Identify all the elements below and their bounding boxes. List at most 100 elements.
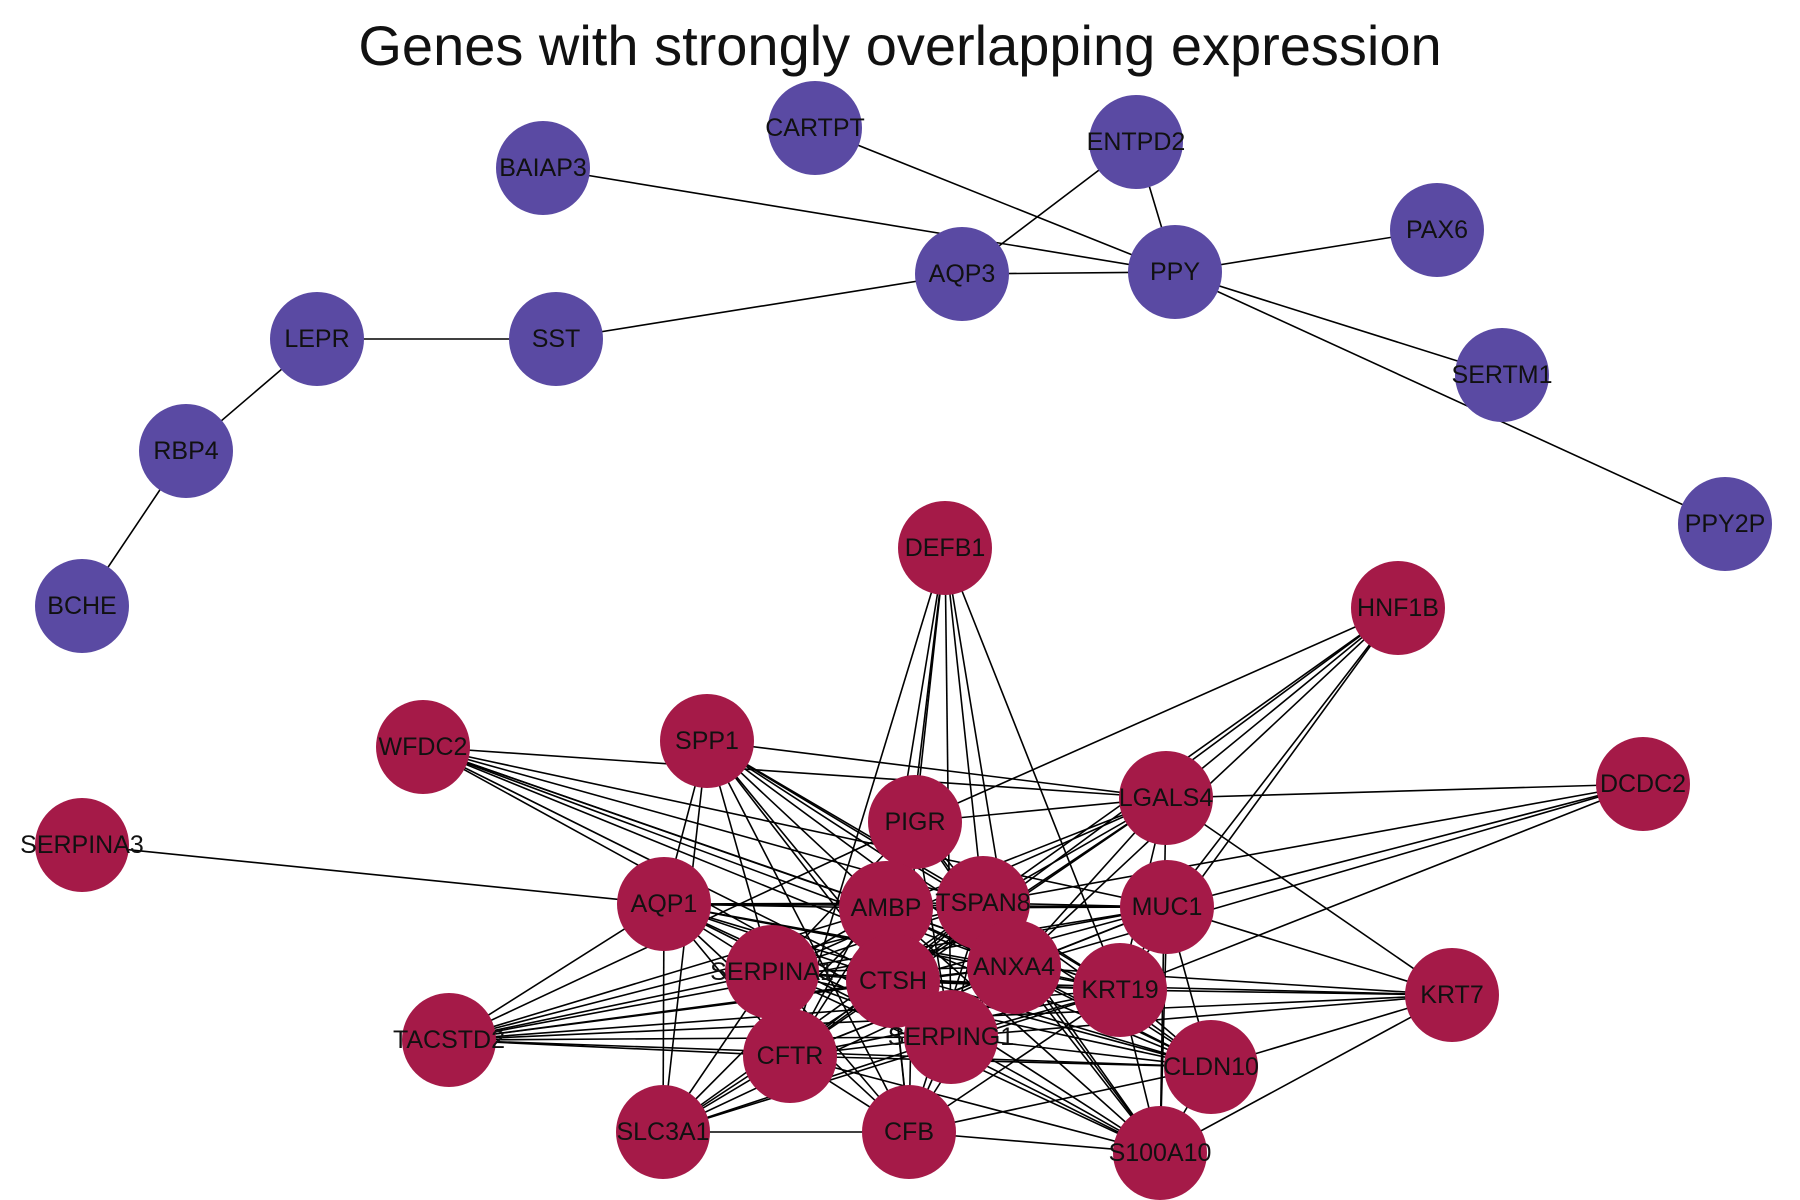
node-label: SLC3A1	[616, 1118, 709, 1146]
node-serpina1[interactable]: SERPINA1	[710, 925, 834, 1019]
node-krt7[interactable]: KRT7	[1405, 948, 1499, 1042]
node-label: AQP3	[929, 260, 996, 288]
edge-dcdc2-anxa4	[1013, 783, 1644, 968]
node-circle	[1164, 1020, 1258, 1114]
node-wfdc2[interactable]: WFDC2	[376, 700, 470, 794]
edge-lgals4-krt7	[1165, 797, 1453, 996]
node-pigr[interactable]: PIGR	[868, 775, 962, 869]
node-circle	[1455, 328, 1549, 422]
edge-krt7-s100a10	[1159, 994, 1453, 1154]
edge-ppy-ppy2p	[1174, 271, 1726, 525]
node-label: PPY2P	[1685, 510, 1766, 538]
node-hnf1b[interactable]: HNF1B	[1351, 561, 1445, 655]
node-cartpt[interactable]: CARTPT	[765, 81, 865, 175]
node-circle	[904, 990, 998, 1084]
node-label: LGALS4	[1119, 784, 1214, 812]
node-sst[interactable]: SST	[509, 292, 603, 386]
edge-ppy-sertm1	[1174, 271, 1503, 376]
node-defb1[interactable]: DEFB1	[898, 501, 992, 595]
edge-cftr-s100a10	[789, 1055, 1161, 1154]
node-cfb[interactable]: CFB	[862, 1085, 956, 1179]
node-circle	[898, 501, 992, 595]
node-label: SST	[532, 325, 581, 353]
node-pax6[interactable]: PAX6	[1390, 183, 1484, 277]
node-label: PPY	[1150, 258, 1200, 286]
node-circle	[402, 993, 496, 1087]
node-label: WFDC2	[379, 733, 468, 761]
node-lgals4[interactable]: LGALS4	[1119, 751, 1214, 845]
edge-baiap3-ppy	[542, 167, 1176, 273]
node-lepr[interactable]: LEPR	[270, 292, 364, 386]
edge-dcdc2-lgals4	[1165, 783, 1644, 799]
edge-dcdc2-tspan8	[982, 783, 1644, 904]
node-label: BCHE	[47, 592, 116, 620]
edge-krt19-krt7	[1119, 989, 1453, 996]
node-serpina3[interactable]: SERPINA3	[20, 798, 144, 892]
node-label: MUC1	[1132, 893, 1203, 921]
node-label: RBP4	[153, 437, 218, 465]
node-bche[interactable]: BCHE	[35, 559, 129, 653]
node-circle	[1089, 95, 1183, 189]
node-rbp4[interactable]: RBP4	[139, 404, 233, 498]
edge-cldn10-cfb	[908, 1066, 1212, 1133]
edge-hnf1b-tspan8	[982, 607, 1399, 904]
node-slc3a1[interactable]: SLC3A1	[616, 1085, 710, 1179]
node-label: SERPINA1	[710, 958, 834, 986]
node-circle	[1351, 561, 1445, 655]
node-circle	[1596, 737, 1690, 831]
node-dcdc2[interactable]: DCDC2	[1596, 737, 1690, 831]
node-circle	[1120, 860, 1214, 954]
edge-serpina1-tacstd2	[448, 971, 773, 1041]
edge-tacstd2-serping1	[448, 1036, 952, 1041]
node-label: SPP1	[675, 727, 739, 755]
node-circle	[616, 1085, 710, 1179]
edge-cftr-cldn10	[789, 1055, 1212, 1068]
node-ctsh[interactable]: CTSH	[846, 934, 940, 1028]
node-label: KRT7	[1420, 981, 1483, 1009]
node-circle	[839, 861, 933, 955]
node-ambp[interactable]: AMBP	[839, 861, 933, 955]
node-circle	[862, 1085, 956, 1179]
node-sertm1[interactable]: SERTM1	[1452, 328, 1553, 422]
node-label: CARTPT	[765, 114, 865, 142]
edge-dcdc2-krt19	[1119, 783, 1644, 991]
node-label: CFTR	[757, 1042, 824, 1070]
node-circle	[35, 559, 129, 653]
chart-title: Genes with strongly overlapping expressi…	[358, 14, 1442, 77]
edge-ambp-tacstd2	[448, 907, 887, 1041]
node-circle	[846, 934, 940, 1028]
node-anxa4[interactable]: ANXA4	[967, 920, 1061, 1014]
node-circle	[868, 775, 962, 869]
node-s100a10[interactable]: S100A10	[1109, 1106, 1212, 1200]
node-circle	[743, 1009, 837, 1103]
node-label: SERPINA3	[20, 831, 144, 859]
node-spp1[interactable]: SPP1	[660, 694, 754, 788]
node-circle	[35, 798, 129, 892]
edge-tspan8-slc3a1	[662, 902, 984, 1133]
node-label: LEPR	[284, 325, 349, 353]
node-cldn10[interactable]: CLDN10	[1163, 1020, 1259, 1114]
node-circle	[1128, 225, 1222, 319]
node-circle	[1113, 1106, 1207, 1200]
node-circle	[376, 700, 470, 794]
node-muc1[interactable]: MUC1	[1120, 860, 1214, 954]
node-ppy[interactable]: PPY	[1128, 225, 1222, 319]
node-entpd2[interactable]: ENTPD2	[1087, 95, 1186, 189]
node-aqp1[interactable]: AQP1	[617, 857, 711, 951]
node-ppy2p[interactable]: PPY2P	[1678, 477, 1772, 571]
node-cftr[interactable]: CFTR	[743, 1009, 837, 1103]
node-baiap3[interactable]: BAIAP3	[496, 121, 590, 215]
node-label: TSPAN8	[935, 889, 1030, 917]
node-circle	[1073, 943, 1167, 1037]
node-tacstd2[interactable]: TACSTD2	[393, 993, 505, 1087]
node-serping1[interactable]: SERPING1	[888, 990, 1014, 1084]
node-aqp3[interactable]: AQP3	[915, 227, 1009, 321]
node-label: BAIAP3	[499, 154, 587, 182]
node-label: CLDN10	[1163, 1053, 1259, 1081]
edge-lgals4-ambp	[885, 797, 1167, 909]
node-label: SERPING1	[888, 1023, 1014, 1051]
node-circle	[915, 227, 1009, 321]
node-krt19[interactable]: KRT19	[1073, 943, 1167, 1037]
edge-serpina3-aqp1	[81, 844, 665, 905]
